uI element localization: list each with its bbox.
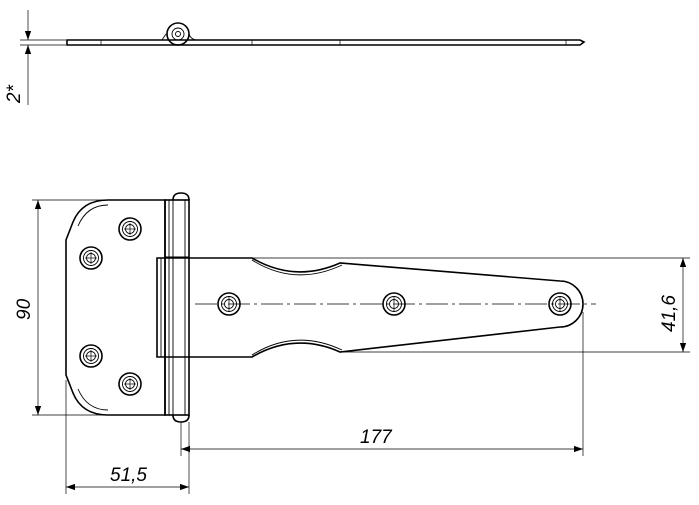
- top-view-plate: [66, 39, 586, 46]
- hinge-knuckle: [164, 192, 190, 423]
- front-view: [65, 192, 596, 423]
- top-view-knuckle: [166, 22, 190, 46]
- leaf-width-dimension: 51,5: [65, 380, 190, 494]
- strap-length-label: 177: [360, 427, 393, 448]
- thickness-dimension: 2*: [4, 10, 66, 105]
- hinge-leaf: [65, 199, 166, 416]
- height-label: 90: [14, 298, 35, 320]
- strap-screw-hole-2: [382, 292, 406, 316]
- height-dimension: 90: [14, 199, 105, 416]
- thickness-label: 2*: [4, 84, 25, 104]
- strap-width-dimension: 41,6: [252, 257, 690, 353]
- strap-length-dimension: 177: [180, 312, 584, 456]
- leaf-screw-hole-1: [118, 217, 142, 241]
- leaf-screw-hole-3: [79, 344, 103, 368]
- strap-screw-hole-3: [548, 292, 572, 316]
- hinge-strap: [156, 257, 584, 358]
- strap-screw-hole-1: [217, 292, 241, 316]
- leaf-width-label: 51,5: [110, 465, 147, 486]
- leaf-screw-hole-4: [118, 372, 142, 396]
- strap-width-label: 41,6: [659, 295, 680, 332]
- top-view: 2*: [4, 10, 586, 105]
- leaf-screw-hole-2: [79, 246, 103, 270]
